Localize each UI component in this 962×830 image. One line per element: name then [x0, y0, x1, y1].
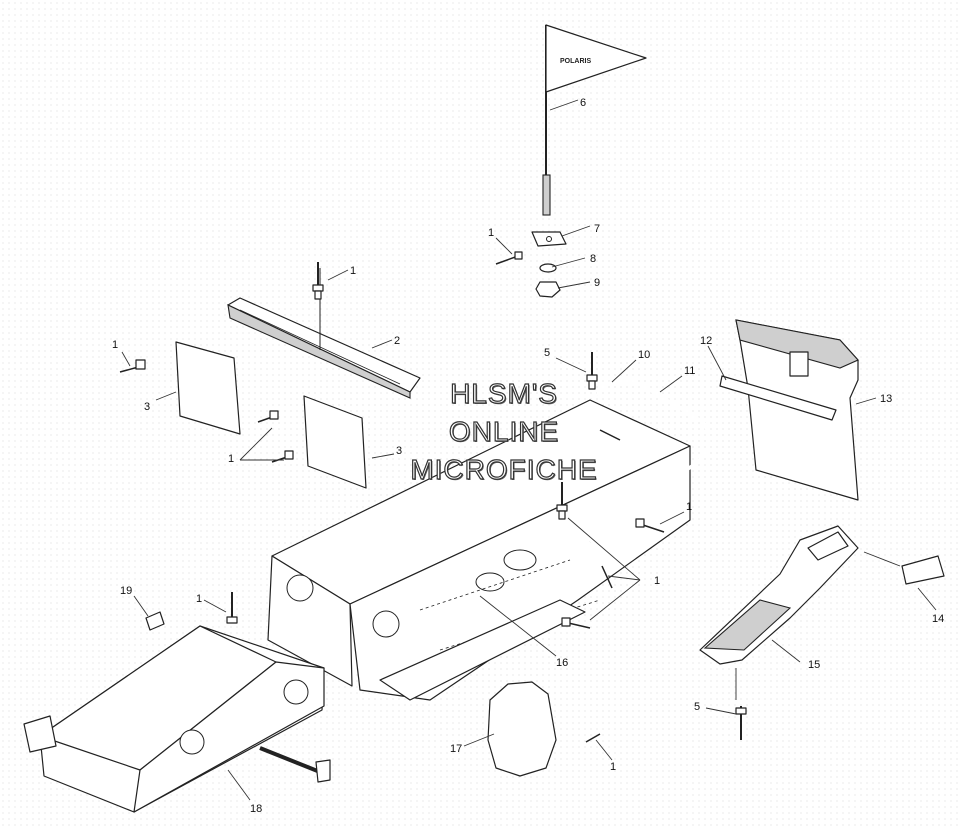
side-plate-right	[303, 395, 367, 489]
callout-8: 8	[590, 253, 596, 265]
callout-14: 14	[932, 613, 944, 625]
flag-bracket	[531, 231, 567, 247]
taillight-lens	[901, 555, 945, 585]
callout-1: 1	[488, 227, 494, 239]
callout-13: 13	[880, 393, 892, 405]
callout-1: 1	[196, 593, 202, 605]
callout-1: 1	[112, 339, 118, 351]
callout-9: 9	[594, 277, 600, 289]
bolt	[556, 482, 568, 520]
screw	[119, 359, 146, 373]
callout-1: 1	[686, 501, 692, 513]
callout-1: 1	[654, 575, 660, 587]
callout-15: 15	[808, 659, 820, 671]
callout-12: 12	[700, 335, 712, 347]
screw	[271, 450, 294, 463]
bolt	[312, 262, 324, 300]
chassis-frame	[23, 625, 331, 813]
callout-labels: 6 7 8 9 1 1 2 1 3 1 3 5 10 11 12 13 1 1 …	[112, 97, 944, 815]
watermark-line1: HLSM'S	[449, 377, 558, 409]
screw	[585, 733, 601, 743]
washer	[539, 263, 557, 273]
bolt	[226, 592, 238, 624]
screw	[495, 251, 523, 265]
callout-6: 6	[580, 97, 586, 109]
rivet	[599, 429, 621, 441]
callout-1: 1	[228, 453, 234, 465]
watermark-line3: MICROFICHE	[410, 453, 598, 485]
callout-1: 1	[350, 265, 356, 277]
callout-3: 3	[144, 401, 150, 413]
callout-2: 2	[394, 335, 400, 347]
callout-16: 16	[556, 657, 568, 669]
nut	[535, 281, 561, 298]
taillight-housing	[699, 525, 859, 665]
callout-7: 7	[594, 223, 600, 235]
flag-logo-text: POLARIS	[560, 58, 591, 65]
flag-assembly: POLARIS	[542, 24, 647, 216]
watermark-line2: ONLINE	[448, 415, 560, 447]
flap-bar	[719, 375, 837, 421]
callout-17: 17	[450, 743, 462, 755]
screw	[257, 410, 279, 423]
callout-5: 5	[694, 701, 700, 713]
cover	[487, 681, 557, 777]
grab-rail	[588, 379, 711, 544]
screw	[601, 565, 613, 589]
side-plate-left	[175, 341, 241, 435]
upper-rail	[227, 268, 421, 399]
leader-lines	[121, 99, 937, 801]
bolt	[735, 706, 747, 740]
callout-10: 10	[638, 349, 650, 361]
callout-3: 3	[396, 445, 402, 457]
callout-19: 19	[120, 585, 132, 597]
callout-5: 5	[544, 347, 550, 359]
tunnel	[267, 399, 691, 701]
bolt	[586, 352, 598, 390]
clip	[145, 611, 165, 631]
screw	[561, 617, 591, 629]
callout-11: 11	[684, 365, 695, 377]
screw	[635, 518, 665, 533]
callout-1: 1	[610, 761, 616, 773]
callout-18: 18	[250, 803, 262, 815]
